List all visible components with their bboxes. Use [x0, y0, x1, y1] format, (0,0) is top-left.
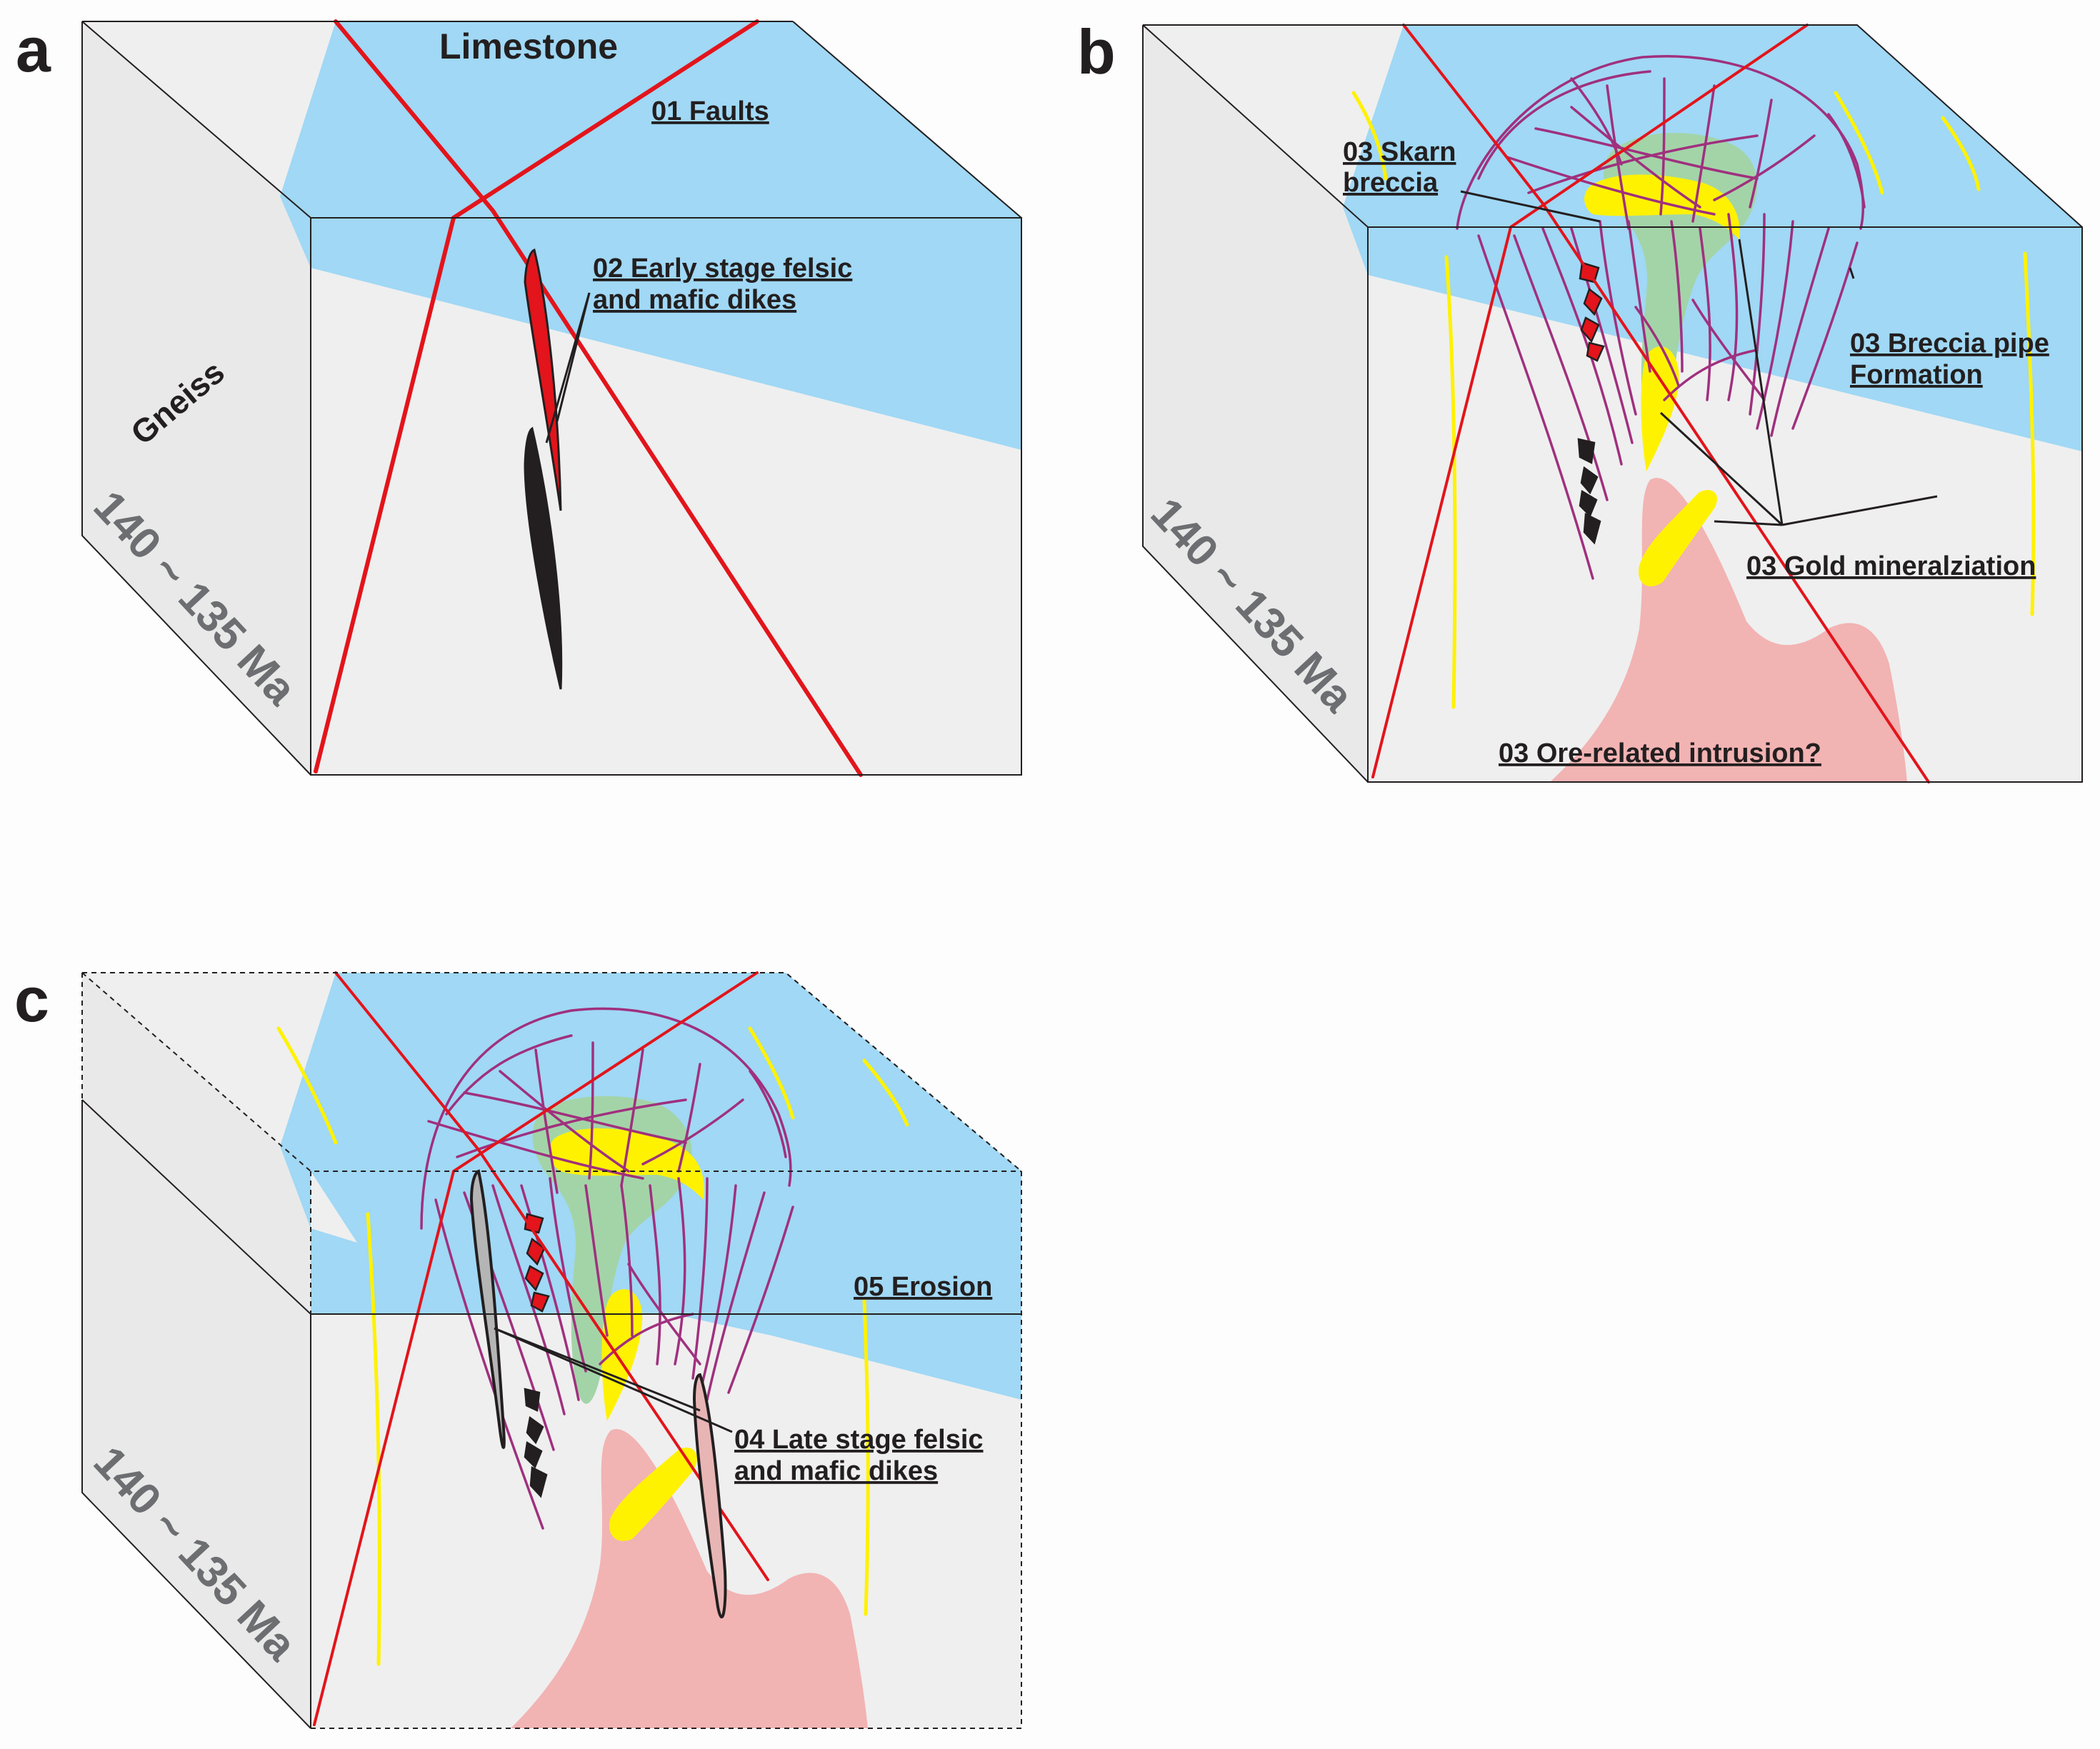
late-felsic-dike-gray-c	[469, 1169, 506, 1449]
panel-b: b 03 Skarn breccia 03 Breccia pipe Forma…	[1077, 16, 2083, 783]
limestone-top-a	[280, 21, 1021, 218]
block-c-outline	[81, 1099, 1021, 1729]
eroded-limestone-top-c	[280, 973, 1021, 1171]
eroded-outline-c	[81, 972, 1022, 1729]
limestone-left-c	[280, 1146, 311, 1228]
skarn-breccia-label-line2: breccia	[1343, 168, 1439, 198]
breccia-pipe-label-line1: 03 Breccia pipe	[1850, 329, 2049, 359]
late-dikes-label-line1: 04 Late stage felsic	[734, 1425, 984, 1455]
gold-body-c1	[549, 1128, 704, 1200]
late-mafic-dike-pink-c	[692, 1373, 727, 1618]
ore-intrusion-label: 03 Ore-related intrusion?	[1499, 738, 1821, 768]
mafic-dike-a	[524, 426, 563, 690]
breccia-fragments-c	[524, 1213, 550, 1498]
limestone-left-b	[1343, 207, 1368, 275]
block-b-outline	[1142, 24, 2083, 783]
late-dikes-label-line2: and mafic dikes	[734, 1456, 938, 1486]
breccia-fragments-b	[1577, 261, 1605, 545]
eroded-front-gneiss-c	[311, 1171, 357, 1243]
gold-body-b2	[1641, 346, 1679, 471]
gold-body-c3	[609, 1447, 697, 1541]
block-a-left-face	[82, 21, 311, 775]
faults-c	[313, 971, 769, 1726]
limestone-front-b	[1368, 227, 2082, 451]
breccia-pipe-label-line2: Formation	[1850, 360, 1983, 390]
panel-letter-c: c	[14, 964, 49, 1035]
limestone-top-b	[1343, 25, 2082, 227]
leaders-a	[545, 292, 591, 443]
early-dikes-label-line2: and mafic dikes	[593, 285, 796, 315]
block-a-outline	[81, 21, 1022, 776]
limestone-left-a	[280, 196, 311, 268]
block-c-left-face	[82, 1100, 311, 1728]
breccia-veins-b	[1456, 55, 1866, 580]
limestone-front-a	[311, 218, 1021, 450]
panel-c: c 05 Erosion 04 Late stage felsic and ma…	[14, 964, 1022, 1729]
limestone-label: Limestone	[439, 26, 618, 66]
faults-label: 01 Faults	[651, 96, 769, 126]
gold-veins-b	[1351, 91, 2036, 709]
ore-intrusion-b	[1550, 478, 1907, 782]
erosion-label: 05 Erosion	[854, 1272, 992, 1302]
skarn-breccia-label-line1: 03 Skarn	[1343, 137, 1456, 167]
panel-letter-a: a	[16, 14, 51, 85]
leaders-b	[1460, 190, 1938, 526]
early-dikes-label-line1: 02 Early stage felsic	[593, 254, 852, 284]
gold-mineralization-label: 03 Gold mineralziation	[1746, 551, 2036, 581]
gold-veins-c	[276, 1026, 909, 1666]
eroded-left-face-c	[82, 973, 311, 1314]
breccia-veins-c	[420, 1007, 794, 1530]
ore-intrusion-c	[511, 1429, 868, 1728]
felsic-dike-a	[524, 249, 562, 511]
panel-a: a Limestone 01 Faults 02 Early stage fel…	[16, 14, 1022, 777]
leaders-c	[494, 1327, 733, 1433]
block-b-left-face	[1143, 25, 1368, 782]
panel-letter-b: b	[1077, 16, 1116, 87]
gold-body-b3	[1639, 490, 1718, 587]
